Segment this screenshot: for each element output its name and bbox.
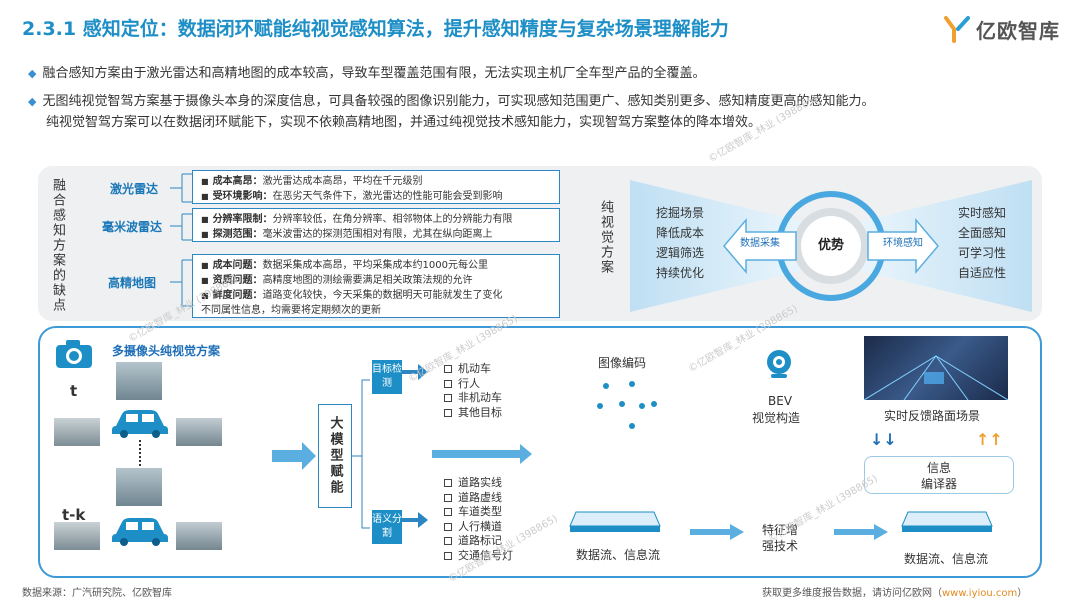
list-item: 道路实线 <box>444 476 513 491</box>
car-icon <box>110 404 170 438</box>
camera-image <box>116 362 162 400</box>
bullet-2-cont: 纯视觉智驾方案可以在数据闭环赋能下，实现不依赖高精地图，并通过纯视觉技术感知能力… <box>46 111 761 130</box>
yiou-logo-icon <box>942 14 972 44</box>
diamond-icon: ◆ <box>28 67 36 80</box>
detect-box: 目标检测 <box>372 360 402 394</box>
info-compiler-box: 信息 编译器 <box>864 456 1014 494</box>
camera-image <box>54 522 100 550</box>
fusion-label: 融合感知方案的缺点 <box>48 178 67 313</box>
left-arrow-label: 数据采集 <box>740 234 780 249</box>
data-stream-right-label: 数据流、信息流 <box>904 550 988 567</box>
model-box: 大模型赋能 <box>318 404 352 508</box>
bullet-1: ◆ 融合感知方案由于激光雷达和高精地图的成本较高，导致车型覆盖范围有限，无法实现主… <box>28 64 705 83</box>
camera-image <box>176 418 222 446</box>
bev-line-1: BEV <box>768 394 792 408</box>
hdmap-point-1: ■成本问题：数据采集成本高昂，平均采集成本约1000元每公里 <box>201 258 551 273</box>
hdmap-point-2: ■资质问题：高精度地图的测绘需要满足相关政策法规的允许 <box>201 273 551 288</box>
list-item: 机动车 <box>444 362 502 377</box>
sensor-hdmap: 高精地图 <box>108 274 156 291</box>
hdmap-point-3: ■鲜度问题：道路变化较快，今天采集的数据明天可能就发生了变化 <box>201 288 551 303</box>
more-info: 获取更多维度报告数据，请访问亿欧网（www.iyiou.com） <box>762 584 1027 599</box>
lidar-point-2: ■受环境影响：在恶劣天气条件下，激光雷达的性能可能会受到影响 <box>201 189 551 204</box>
road-scene-image <box>864 336 1008 400</box>
adv-left-1: 挖掘场景 <box>656 203 704 223</box>
image-encode-label: 图像编码 <box>598 354 646 371</box>
list-item: 道路虚线 <box>444 491 513 506</box>
arrow-right-icon <box>834 524 888 540</box>
camera-image <box>116 468 162 506</box>
bullet-1-text: 融合感知方案由于激光雷达和高精地图的成本较高，导致车型覆盖范围有限，无法实现主机… <box>42 66 705 81</box>
more-info-close: ） <box>1017 588 1027 599</box>
bev-line-2: 视觉构造 <box>752 409 800 426</box>
bullet-2-text: 无图纯视觉智驾方案基于摄像头本身的深度信息，可具备较强的图像识别能力，可实现感知… <box>42 94 874 109</box>
logo: 亿欧智库 <box>942 14 1060 44</box>
list-item: 人行横道 <box>444 520 513 535</box>
right-arrow-label: 环境感知 <box>883 234 923 249</box>
data-stream-left-icon <box>566 506 662 538</box>
camera-image <box>54 418 100 446</box>
arrow-right-icon <box>690 524 744 540</box>
diamond-icon: ◆ <box>28 95 36 108</box>
lidar-box: ■成本高昂：激光雷达成本高昂，平均在千元级别 ■受环境影响：在恶劣天气条件下，激… <box>192 170 560 204</box>
mmwave-box: ■分辨率限制：分辨率较低，在角分辨率、相邻物体上的分辨能力有限 ■探测范围：毫米… <box>192 208 560 242</box>
hdmap-extra: 不同属性信息，均需要将定期频次的更新 <box>201 303 551 318</box>
data-stream-right-icon <box>898 506 994 538</box>
time-dots <box>139 440 141 466</box>
car-icon <box>110 512 170 546</box>
list-item: 其他目标 <box>444 406 502 421</box>
logo-text: 亿欧智库 <box>976 15 1060 44</box>
adv-right-2: 全面感知 <box>958 223 1006 243</box>
up-arrows-icon: ↑↑ <box>976 430 1003 449</box>
adv-right-4: 自适应性 <box>958 263 1006 283</box>
list-item: 行人 <box>444 377 502 392</box>
vision-label: 纯视觉方案 <box>596 200 615 275</box>
mmwave-point-2: ■探测范围：毫米波雷达的探测范围相对有限，尤其在纵向距离上 <box>201 227 551 242</box>
adv-left-4: 持续优化 <box>656 263 704 283</box>
bev-camera-icon <box>764 348 794 380</box>
left-advantage-list: 挖掘场景 降低成本 逻辑筛选 持续优化 <box>656 203 704 283</box>
adv-left-3: 逻辑筛选 <box>656 243 704 263</box>
sensor-mmwave: 毫米波雷达 <box>102 218 162 235</box>
camera-icon <box>54 338 94 370</box>
detect-list: 机动车 行人 非机动车 其他目标 <box>444 362 502 420</box>
right-advantage-list: 实时感知 全面感知 可学习性 自适应性 <box>958 203 1006 283</box>
info-compiler-line-2: 编译器 <box>865 476 1013 492</box>
page-title: 2.3.1 感知定位：数据闭环赋能纯视觉感知算法，提升感知精度与复杂场景理解能力 <box>22 14 729 41</box>
realtime-scene-label: 实时反馈路面场景 <box>884 407 980 424</box>
adv-right-3: 可学习性 <box>958 243 1006 263</box>
data-stream-left-label: 数据流、信息流 <box>576 546 660 563</box>
source-note: 数据来源：广汽研究院、亿欧智库 <box>22 584 172 599</box>
mmwave-point-1: ■分辨率限制：分辨率较低，在角分辨率、相邻物体上的分辨能力有限 <box>201 212 551 227</box>
adv-left-2: 降低成本 <box>656 223 704 243</box>
hdmap-box: ■成本问题：数据采集成本高昂，平均采集成本约1000元每公里 ■资质问题：高精度… <box>192 254 560 318</box>
encoding-dots-icon <box>592 378 662 434</box>
bullet-2: ◆ 无图纯视觉智驾方案基于摄像头本身的深度信息，可具备较强的图像识别能力，可实现感… <box>28 92 874 111</box>
down-arrows-icon: ↓↓ <box>870 430 897 449</box>
seg-box: 语义分割 <box>372 510 402 544</box>
site-link[interactable]: www.iyiou.com <box>942 588 1017 599</box>
time-t: t <box>70 382 77 400</box>
road-lines-icon <box>864 336 1008 400</box>
list-item: 非机动车 <box>444 391 502 406</box>
lidar-point-1: ■成本高昂：激光雷达成本高昂，平均在千元级别 <box>201 174 551 189</box>
center-advantage: 优势 <box>818 234 844 253</box>
info-compiler-line-1: 信息 <box>865 460 1013 476</box>
bev-label: BEV <box>768 394 792 408</box>
more-info-text: 获取更多维度报告数据，请访问亿欧网（ <box>762 588 942 599</box>
pipeline-title: 多摄像头纯视觉方案 <box>112 342 220 359</box>
adv-right-1: 实时感知 <box>958 203 1006 223</box>
sensor-lidar: 激光雷达 <box>110 180 158 197</box>
list-item: 车道类型 <box>444 505 513 520</box>
camera-image <box>176 522 222 550</box>
